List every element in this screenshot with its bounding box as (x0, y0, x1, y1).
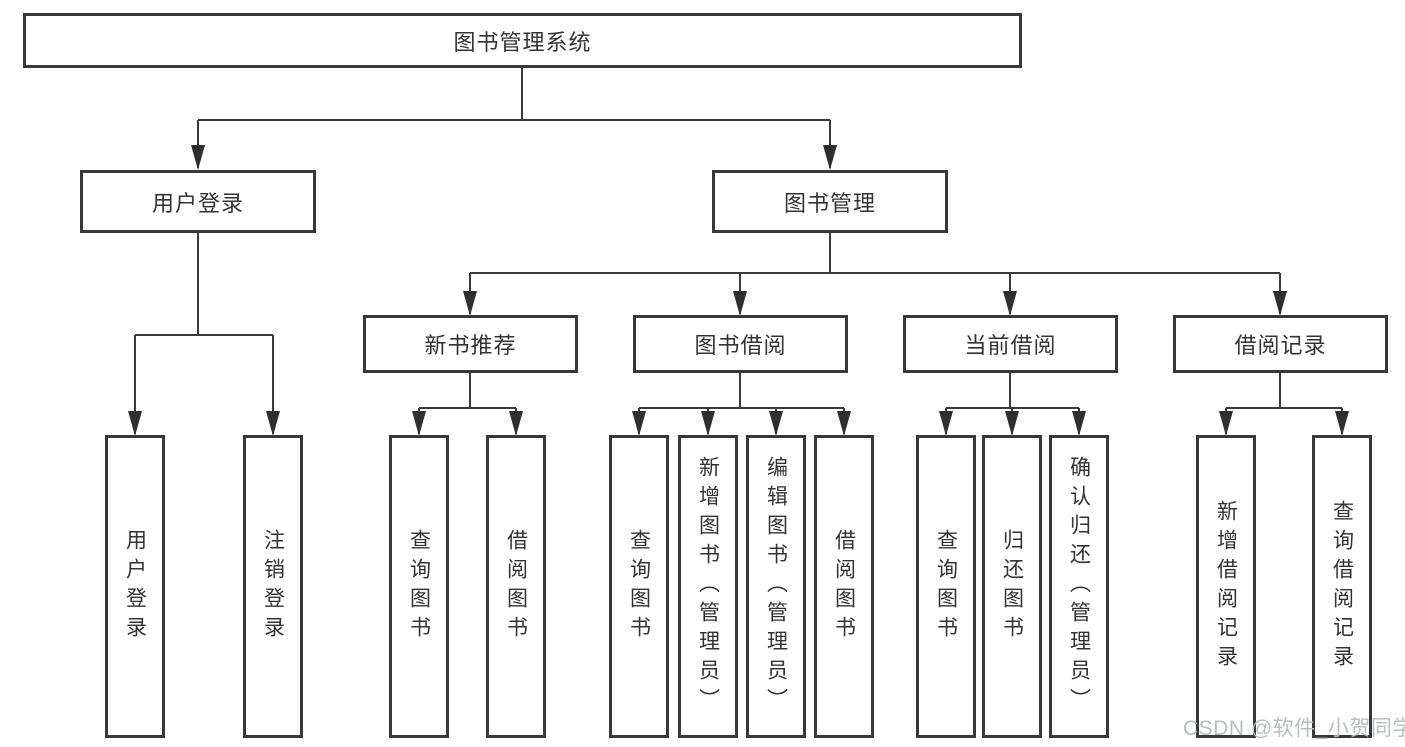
arrow-down-icon (1219, 411, 1233, 436)
arrow-down-icon (837, 411, 851, 436)
node-library-system: 图书管理系统 (23, 13, 1022, 68)
leaf-edit-books-admin: 编辑图书（管理员） (746, 435, 806, 738)
arrow-down-icon (769, 411, 783, 436)
connector-book-mgmt-to-level3 (469, 233, 1281, 314)
arrow-down-icon (509, 411, 523, 436)
node-user-login: 用户登录 (80, 170, 316, 233)
arrow-down-icon (128, 411, 142, 436)
connector-borrow-records-to-leaves (1225, 373, 1343, 434)
leaf-user-login: 用户登录 (105, 435, 165, 738)
connector-new-book-rec-to-leaves (418, 373, 517, 434)
node-current-borrow: 当前借阅 (903, 315, 1118, 373)
connector-user-login-to-leaves (134, 233, 274, 434)
arrowhead-icons (128, 145, 1349, 436)
arrow-down-icon (701, 411, 715, 436)
leaf-query-borrow-record: 查询借阅记录 (1312, 435, 1372, 738)
arrow-down-icon (463, 291, 477, 316)
arrow-down-icon (266, 411, 280, 436)
leaf-return-books: 归还图书 (982, 435, 1042, 738)
leaf-borrow-books-recommend: 借阅图书 (486, 435, 546, 738)
leaf-query-books-recommend: 查询图书 (389, 435, 449, 738)
arrow-down-icon (939, 411, 953, 436)
leaf-confirm-return-admin: 确认归还（管理员） (1049, 435, 1109, 738)
leaf-query-books-current: 查询图书 (916, 435, 976, 738)
arrow-down-icon (412, 411, 426, 436)
node-borrow-records: 借阅记录 (1173, 315, 1388, 373)
arrow-down-icon (1003, 291, 1017, 316)
csdn-watermark: CSDN @软件_小贺同学 (1183, 717, 1405, 740)
arrow-down-icon (1005, 411, 1019, 436)
leaf-borrow-books: 借阅图书 (814, 435, 874, 738)
connector-book-borrow-to-leaves (638, 373, 845, 434)
node-book-borrow: 图书借阅 (633, 315, 848, 373)
arrow-down-icon (1072, 411, 1086, 436)
arrow-down-icon (1335, 411, 1349, 436)
connector-root-to-level2 (197, 68, 831, 168)
leaf-add-borrow-record: 新增借阅记录 (1196, 435, 1256, 738)
leaf-query-books-borrow: 查询图书 (609, 435, 669, 738)
node-new-book-recommend: 新书推荐 (363, 315, 578, 373)
leaf-logout: 注销登录 (243, 435, 303, 738)
leaf-add-books-admin: 新增图书（管理员） (678, 435, 738, 738)
arrow-down-icon (1273, 291, 1287, 316)
arrow-down-icon (733, 291, 747, 316)
arrow-down-icon (191, 145, 205, 170)
arrow-down-icon (823, 145, 837, 170)
node-book-management: 图书管理 (712, 170, 948, 233)
arrow-down-icon (632, 411, 646, 436)
